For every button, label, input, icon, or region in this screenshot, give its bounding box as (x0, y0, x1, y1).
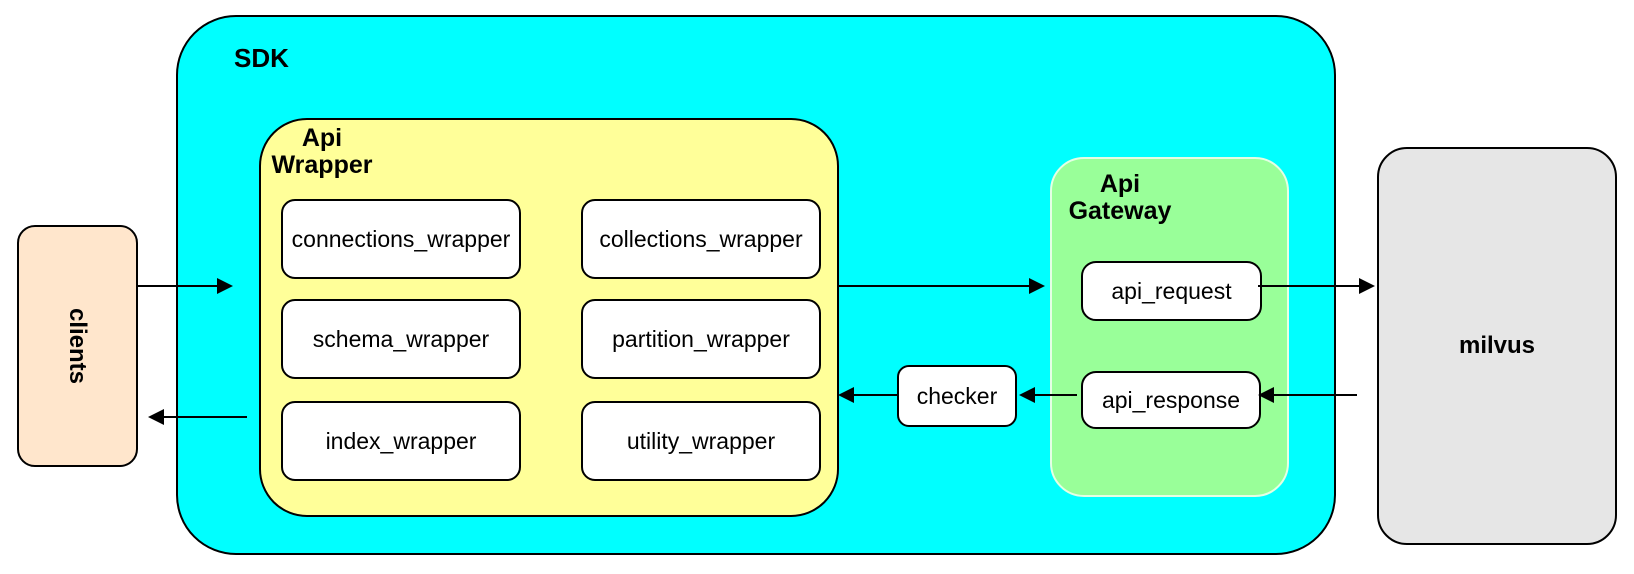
arrow-api-request-to-milvus (1258, 285, 1359, 287)
partition-wrapper-box: partition_wrapper (581, 299, 821, 379)
api-gateway-label: Api Gateway (1068, 170, 1172, 225)
milvus-box: milvus (1377, 147, 1617, 545)
collections-wrapper-box: collections_wrapper (581, 199, 821, 279)
arrow-api-response-to-checker (1035, 394, 1077, 396)
api-wrapper-container: Api Wrapper connections_wrapper collecti… (259, 118, 839, 517)
arrow-checker-to-wrapper (854, 394, 897, 396)
checker-box: checker (897, 365, 1017, 427)
clients-box: clients (17, 225, 138, 467)
api-request-box: api_request (1081, 261, 1262, 321)
clients-label: clients (64, 307, 92, 385)
index-wrapper-box: index_wrapper (281, 401, 521, 481)
api-wrapper-label: Api Wrapper (271, 124, 373, 179)
utility-wrapper-box: utility_wrapper (581, 401, 821, 481)
arrow-clients-to-sdk (138, 285, 217, 287)
sdk-label: SDK (234, 43, 289, 73)
connections-wrapper-box: connections_wrapper (281, 199, 521, 279)
api-response-box: api_response (1081, 371, 1261, 429)
arrow-sdk-to-clients (164, 416, 247, 418)
api-gateway-container: Api Gateway api_request api_response (1050, 157, 1289, 497)
sdk-container: SDK Api Wrapper connections_wrapper coll… (176, 15, 1336, 555)
schema-wrapper-box: schema_wrapper (281, 299, 521, 379)
arrow-wrapper-to-api-request (837, 285, 1029, 287)
arrow-milvus-to-api-response (1274, 394, 1357, 396)
milvus-label: milvus (1458, 332, 1536, 359)
